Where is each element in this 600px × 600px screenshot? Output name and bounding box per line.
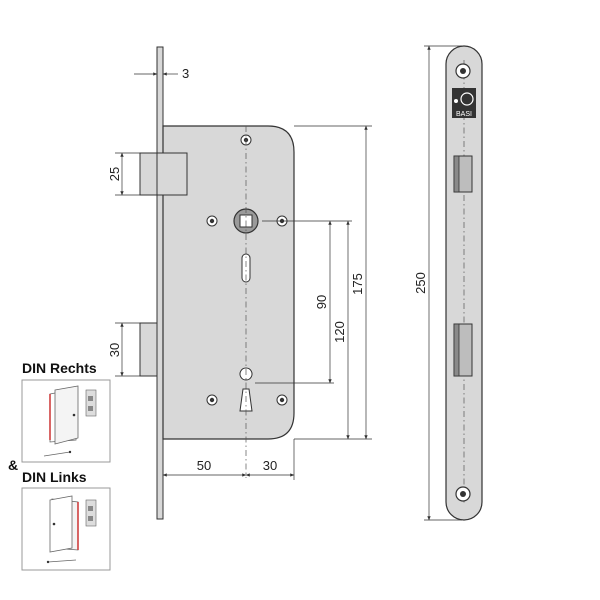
oval-slot <box>241 253 251 283</box>
keyhole-icon <box>239 367 253 412</box>
din-left-label: DIN Links <box>22 469 87 485</box>
dim-keyhole-offset: 30 <box>263 458 277 473</box>
door-icon <box>43 385 79 457</box>
brand-label: BASI <box>456 111 472 118</box>
din-left-panel: DIN Links <box>21 469 111 571</box>
dim-handle-to-key: 90 <box>314 295 329 309</box>
din-right-label: DIN Rechts <box>22 360 97 376</box>
door-icon <box>46 495 79 564</box>
din-ampersand: & <box>8 457 18 473</box>
latch-bolt <box>139 322 158 377</box>
dim-bolt-height: 25 <box>107 167 122 181</box>
dead-bolt <box>139 152 188 196</box>
lock-case <box>162 125 295 440</box>
dim-backset: 50 <box>197 458 211 473</box>
faceplate-front-view: BASI 250 <box>413 45 483 521</box>
dim-case-height: 175 <box>350 273 365 295</box>
dim-faceplate-length: 250 <box>413 272 428 294</box>
faceplate-side <box>156 46 164 520</box>
lock-side-view: 3 25 30 50 30 90 120 175 <box>107 46 372 520</box>
dim-faceplate-thickness: 3 <box>182 66 189 81</box>
din-right-panel: DIN Rechts <box>21 360 111 463</box>
dim-latch-height: 30 <box>107 343 122 357</box>
dim-handle-to-bottom: 120 <box>332 321 347 343</box>
